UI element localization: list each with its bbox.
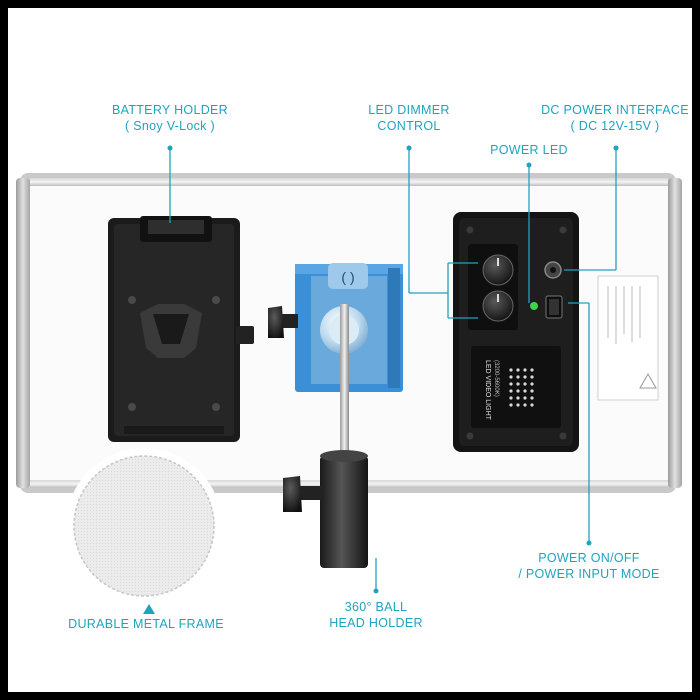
label-led-dimmer: LED DIMMER CONTROL — [368, 103, 450, 133]
product-diagram: ( ) — [8, 8, 692, 692]
spec-sticker — [597, 275, 659, 401]
callout-lines — [169, 148, 617, 591]
panel-title: LED VIDEO LIGHT — [484, 360, 491, 421]
label-ball-head: 360° BALL HEAD HOLDER — [329, 600, 423, 630]
callout-dots — [167, 145, 619, 594]
svg-text:( ): ( ) — [341, 269, 354, 285]
label-power-onoff: POWER ON/OFF / POWER INPUT MODE — [518, 551, 660, 581]
device-illustration: ( ) — [16, 145, 682, 614]
battery-holder-plate — [108, 216, 254, 442]
led-dot-grid — [509, 368, 534, 407]
label-metal-frame: DURABLE METAL FRAME — [68, 617, 224, 631]
label-power-led: POWER LED — [490, 143, 568, 157]
metal-frame-zoom — [66, 448, 222, 614]
panel-subtitle: (3200-5600K) — [493, 360, 499, 397]
control-panel-box: LED VIDEO LIGHT (3200-5600K) — [453, 212, 579, 452]
ball-head-mount: ( ) — [268, 263, 403, 568]
label-battery-holder: BATTERY HOLDER ( Snoy V-Lock ) — [111, 103, 229, 133]
label-dc-power: DC POWER INTERFACE ( DC 12V-15V ) — [541, 103, 689, 133]
